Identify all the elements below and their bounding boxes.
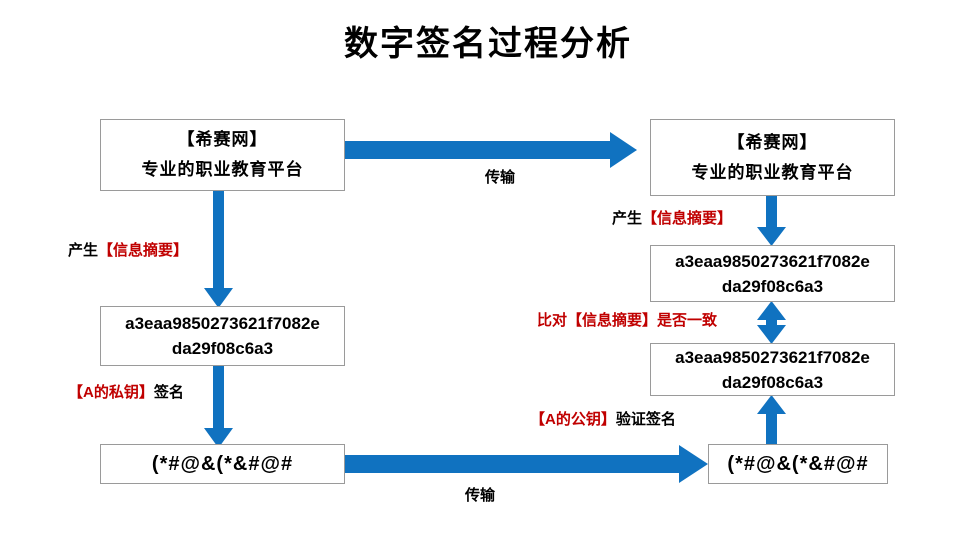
receiver-compare-label-red: 比对【信息摘要】是否一致	[537, 312, 718, 329]
receiver-org-line1: 【希赛网】	[727, 132, 818, 152]
arrow-verify-up	[757, 395, 786, 448]
receiver-hash-top-line2: da29f08c6a3	[721, 276, 824, 296]
sender-org-line2: 专业的职业教育平台	[141, 160, 304, 179]
arrow-transmission-bottom	[341, 445, 708, 483]
receiver-org-line2: 专业的职业教育平台	[691, 162, 854, 182]
sender-org-line1: 【希赛网】	[177, 130, 268, 149]
arrow-compare-double	[757, 301, 786, 344]
sender-sign-label-suffix: 签名	[153, 384, 184, 401]
arrow-transmission-top	[345, 132, 637, 168]
sender-hash-line2: da29f08c6a3	[171, 339, 274, 358]
sender-digest-label-red: 【信息摘要】	[98, 242, 189, 259]
receiver-hash-box-bottom: a3eaa9850273621f7082e da29f08c6a3	[650, 343, 895, 396]
arrow-receiver-digest	[757, 196, 786, 246]
receiver-hash-box-top: a3eaa9850273621f7082e da29f08c6a3	[650, 245, 895, 302]
sender-signature-box: (*#@&(*&#@#	[100, 444, 345, 484]
page-title: 数字签名过程分析	[344, 25, 632, 63]
arrow-sender-digest	[204, 191, 233, 308]
receiver-digest-label-red: 【信息摘要】	[642, 210, 733, 227]
sender-org-box: 【希赛网】 专业的职业教育平台	[100, 119, 345, 191]
receiver-verify-label: 【A的公钥】验证签名	[530, 410, 676, 430]
transmission-bottom-label: 传输	[464, 487, 495, 504]
receiver-verify-label-red: 【A的公钥】	[530, 411, 616, 428]
sender-digest-label-prefix: 产生	[68, 242, 99, 259]
sender-hash-box: a3eaa9850273621f7082e da29f08c6a3	[100, 306, 345, 366]
receiver-digest-label-prefix: 产生	[612, 210, 643, 227]
receiver-digest-label: 产生【信息摘要】	[612, 209, 732, 229]
arrow-sender-sign	[204, 365, 233, 448]
receiver-verify-label-suffix: 验证签名	[615, 411, 676, 428]
sender-sign-label: 【A的私钥】签名	[68, 383, 184, 403]
receiver-hash-bottom-line1: a3eaa9850273621f7082e	[675, 347, 870, 367]
receiver-signature-box: (*#@&(*&#@#	[708, 444, 888, 484]
receiver-compare-label: 比对【信息摘要】是否一致	[537, 311, 717, 331]
receiver-signature-text: (*#@&(*&#@#	[727, 453, 869, 475]
receiver-org-box: 【希赛网】 专业的职业教育平台	[650, 119, 895, 196]
sender-digest-label: 产生【信息摘要】	[68, 241, 188, 261]
transmission-top-label: 传输	[484, 169, 515, 186]
sender-hash-line1: a3eaa9850273621f7082e	[125, 314, 320, 333]
sender-sign-label-red: 【A的私钥】	[68, 384, 154, 401]
sender-signature-text: (*#@&(*&#@#	[151, 453, 294, 475]
receiver-hash-bottom-line2: da29f08c6a3	[721, 372, 824, 392]
receiver-hash-top-line1: a3eaa9850273621f7082e	[675, 251, 870, 271]
